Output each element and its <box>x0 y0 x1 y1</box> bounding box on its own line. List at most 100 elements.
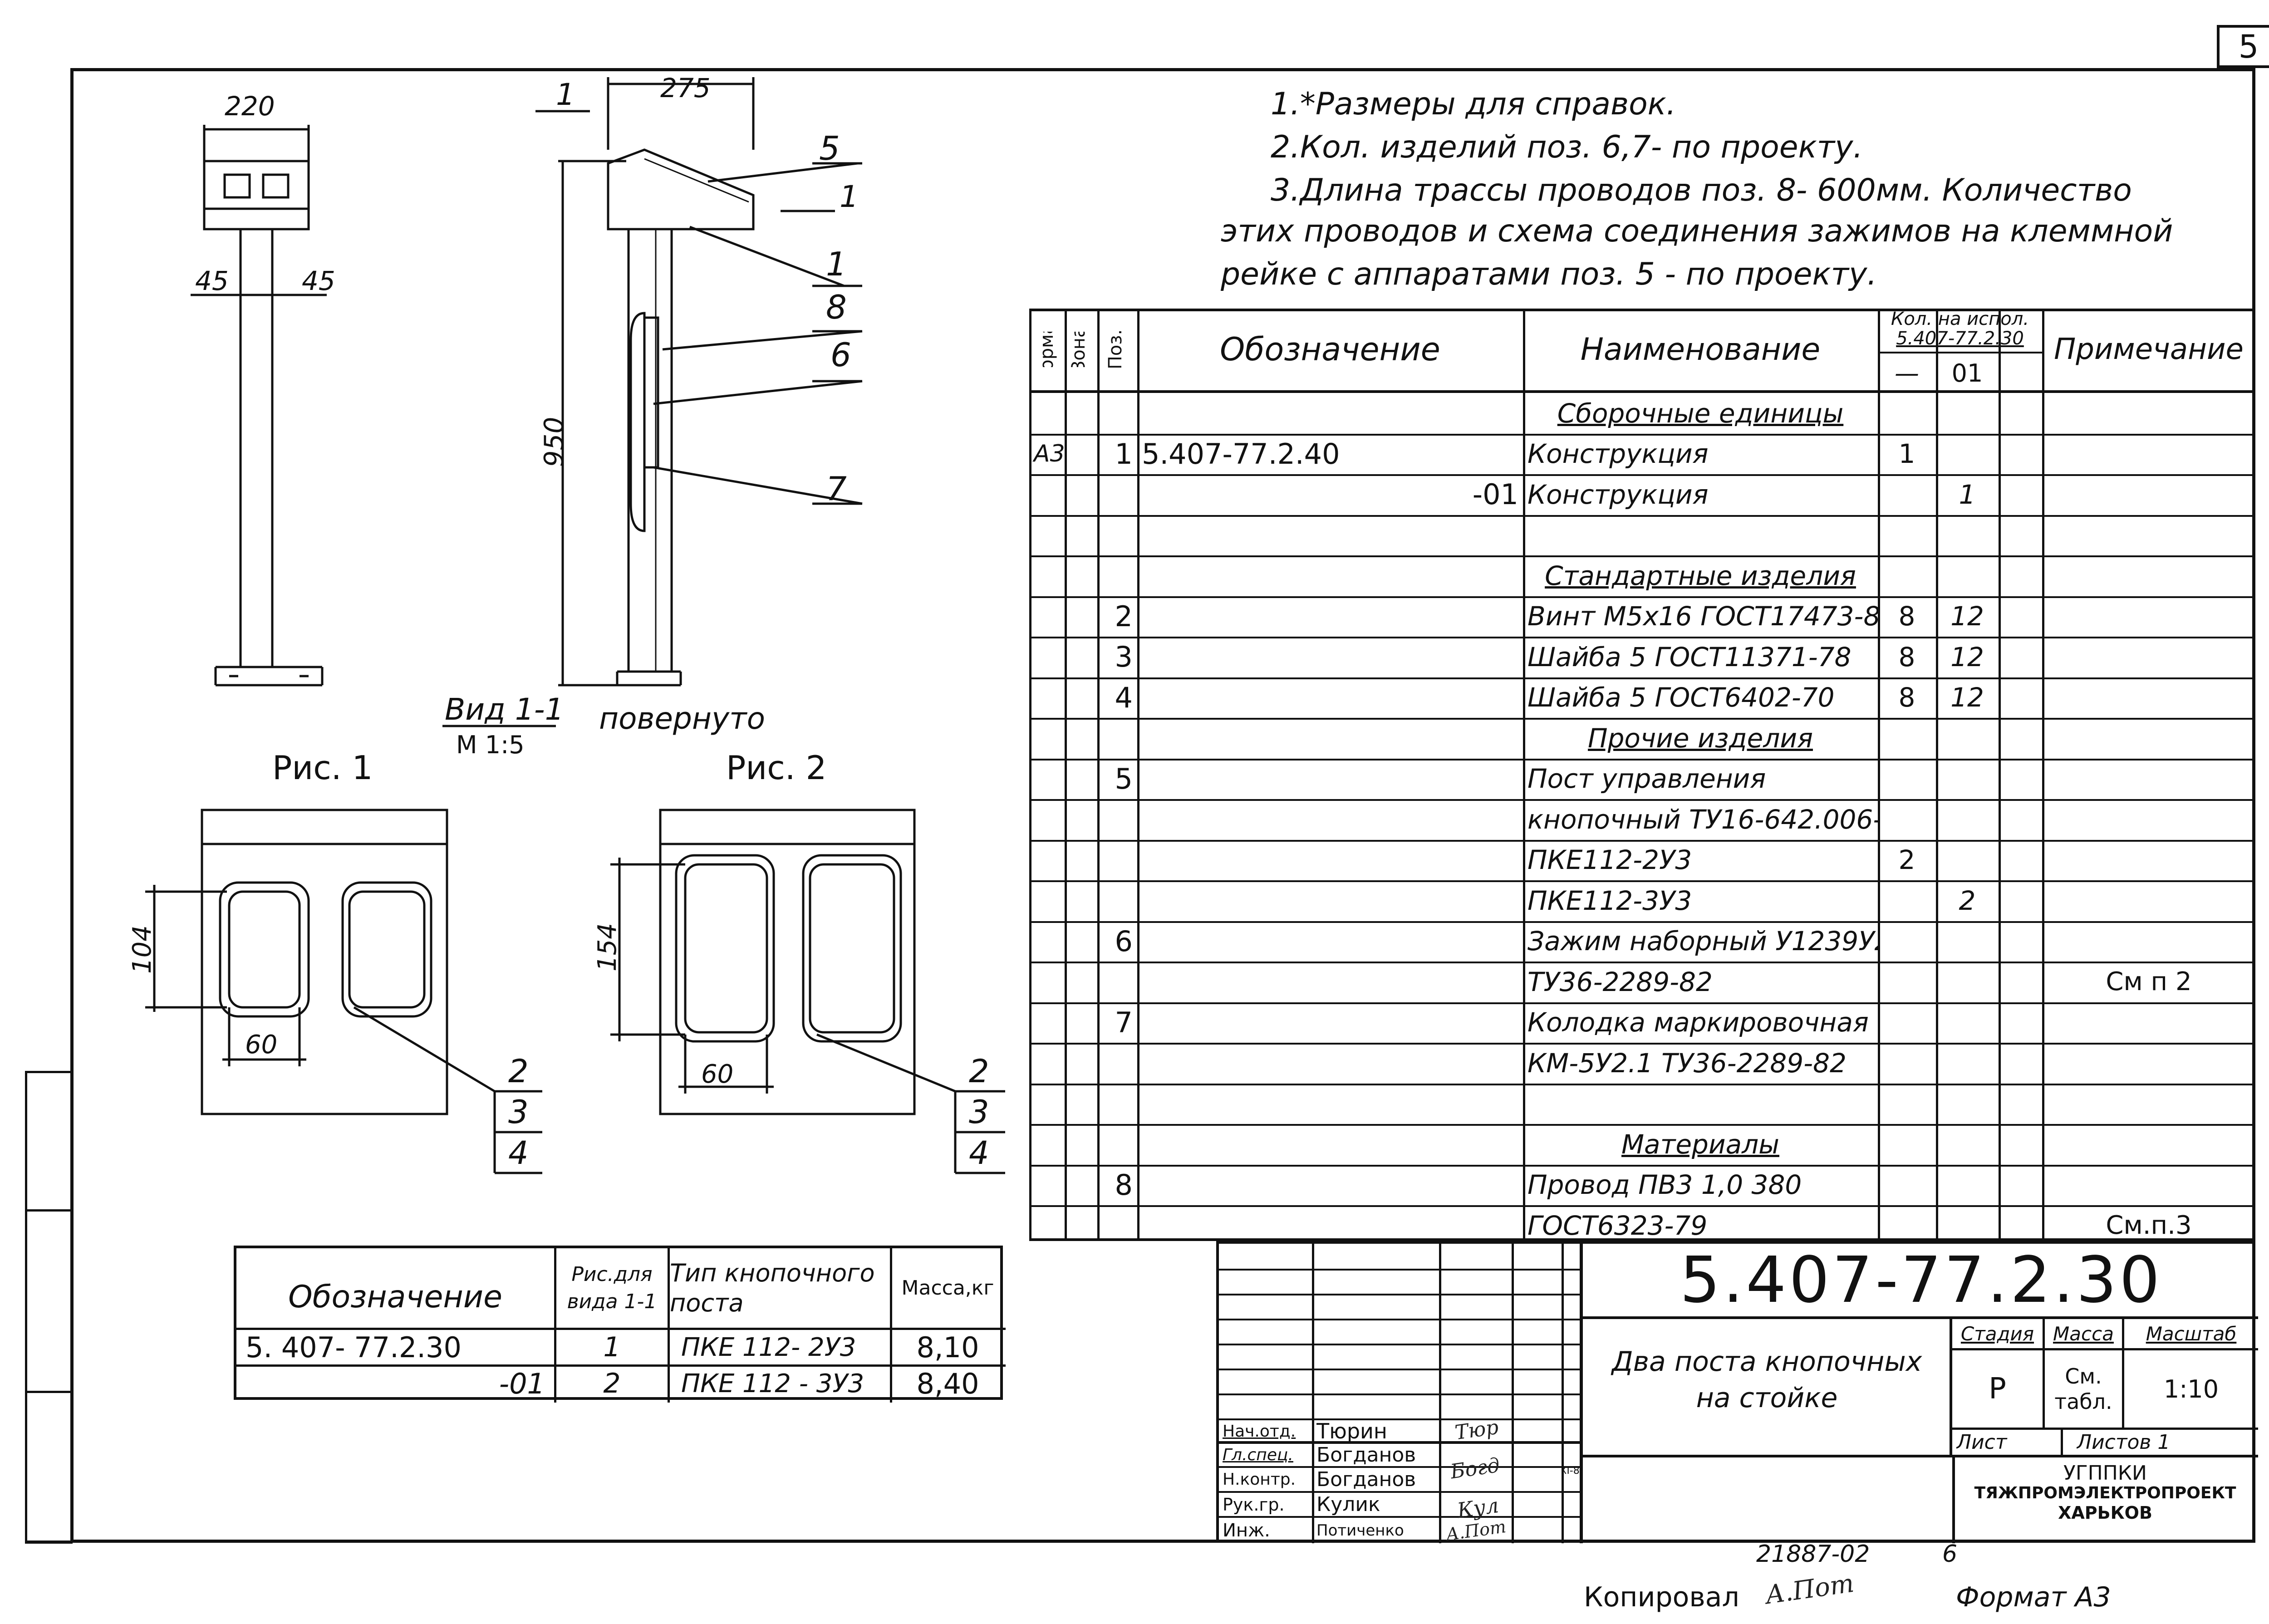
spec-row <box>1029 1084 2255 1124</box>
spec-cell-pos <box>1097 393 1137 434</box>
sheet-number: 5 <box>2238 28 2259 65</box>
spec-top-line <box>1029 309 2255 311</box>
spec-cell-q1 <box>1878 1043 1936 1084</box>
spec-cell-format <box>1029 921 1065 962</box>
callout-6: 6 <box>830 336 851 374</box>
spec-cell-note <box>2042 474 2255 515</box>
fig1-title: Рис. 1 <box>272 749 373 787</box>
spec-qty-sub-line <box>1878 352 2042 353</box>
fig2-dim-height: 154 <box>592 923 622 971</box>
spec-cell-name: Зажим наборный У1239У2.1 <box>1527 926 1878 957</box>
spec-cell-designation <box>1137 1043 1523 1084</box>
spec-cell-name: ПКЕ112-3У3 <box>1527 885 1692 916</box>
spec-cell-note <box>2042 1124 2255 1165</box>
variants-header-designation: Обозначение <box>288 1279 502 1315</box>
spec-row-line <box>1029 1083 2255 1085</box>
spec-cell-designation <box>1137 677 1523 718</box>
spec-cell-note <box>2042 799 2255 840</box>
format-label: Формат А3 <box>1956 1581 2111 1613</box>
spec-cell-pos <box>1097 840 1137 881</box>
spec-cell-note <box>2042 840 2255 881</box>
spec-row-line <box>1029 1043 2255 1045</box>
spec-cell-format <box>1029 1165 1065 1206</box>
fig1-callout-4: 4 <box>508 1134 529 1172</box>
spec-header-qty: Кол. на испол. <box>1891 309 2029 329</box>
spec-cell-pos: 5 <box>1115 762 1133 795</box>
org-line3: ХАРЬКОВ <box>2058 1502 2152 1523</box>
spec-row-line <box>1029 555 2255 557</box>
spec-cell-name: Шайба 5 ГОСТ11371-78 <box>1527 641 1852 672</box>
spec-cell-name: Прочие изделия <box>1588 722 1813 754</box>
spec-header-designation: Обозначение <box>1220 331 1440 368</box>
variants-row2-mass: 8,40 <box>916 1367 979 1400</box>
spec-cell-name: кнопочный ТУ16-642.006-83 <box>1527 804 1878 835</box>
spec-cell-format <box>1029 718 1065 759</box>
spec-cell-pos: 4 <box>1115 681 1133 714</box>
spec-cell-q2 <box>1936 393 1999 434</box>
spec-cell-format <box>1029 515 1065 556</box>
staff-name-3: Богданов <box>1316 1468 1416 1491</box>
variants-row2-fig: 2 <box>603 1368 621 1399</box>
spec-cell-format <box>1029 962 1065 1002</box>
spec-cell-name: Конструкция <box>1527 438 1709 470</box>
doc-title-line1: Два поста кнопочных <box>1611 1346 1922 1378</box>
spec-cell-pos: 6 <box>1115 924 1133 958</box>
note-3: 3.Длина трассы проводов поз. 8- 600мм. К… <box>1271 172 2132 208</box>
spec-header-name: Наименование <box>1580 331 1821 368</box>
spec-cell-name <box>1523 515 1878 556</box>
dim-side-right: 45 <box>302 265 335 296</box>
spec-cell-name: КМ-5У2.1 ТУ36-2289-82 <box>1527 1047 1847 1079</box>
sheets-label: Листов 1 <box>2077 1431 2171 1454</box>
spec-header-note: Примечание <box>2054 333 2244 366</box>
spec-cell-format <box>1029 1124 1065 1165</box>
spec-cell-pos <box>1097 880 1137 921</box>
spec-cell-format <box>1029 840 1065 881</box>
spec-cell-note <box>2042 718 2255 759</box>
spec-column-line <box>1097 309 1100 1241</box>
view-label: Вид 1-1 <box>445 692 564 727</box>
spec-cell-pos <box>1097 555 1137 596</box>
spec-row-line <box>1029 1002 2255 1004</box>
spec-cell-name: ТУ36-2289-82 <box>1527 966 1713 997</box>
spec-cell-q2: 12 <box>1950 601 1984 632</box>
spec-cell-designation <box>1137 637 1523 677</box>
spec-cell-format <box>1029 393 1065 434</box>
spec-cell-q2 <box>1936 799 1999 840</box>
spec-cell-note <box>2042 1002 2255 1043</box>
spec-cell-note <box>2042 515 2255 556</box>
mass-value: См. табл. <box>2054 1364 2112 1414</box>
spec-cell-designation <box>1137 880 1523 921</box>
spec-column-line <box>2042 309 2044 1241</box>
staff-name-1: Тюрин <box>1316 1420 1387 1442</box>
spec-column-line <box>1523 309 1525 1241</box>
spec-cell-designation <box>1137 799 1523 840</box>
spec-cell-q2 <box>1936 1043 1999 1084</box>
spec-cell-q2 <box>1936 1002 1999 1043</box>
staff-role-3: Н.контр. <box>1223 1470 1296 1489</box>
spec-column-line <box>1878 309 1880 1241</box>
spec-row <box>1029 515 2255 556</box>
mass-label: Масса <box>2053 1322 2114 1345</box>
spec-cell-q1 <box>1878 962 1936 1002</box>
spec-cell-q2 <box>1936 759 1999 800</box>
spec-cell-pos: 1 <box>1115 437 1133 471</box>
dim-side-left: 45 <box>195 265 229 296</box>
fig2-callout-4: 4 <box>969 1134 989 1172</box>
spec-cell-format <box>1029 759 1065 800</box>
note-3-cont-2: рейке с аппаратами поз. 5 - по проекту. <box>1221 256 1877 292</box>
approval-date: XI-86 <box>1564 1465 1582 1477</box>
spec-cell-designation <box>1137 759 1523 800</box>
scale-value: 1:10 <box>2163 1374 2219 1403</box>
spec-cell-name: Колодка маркировочная <box>1527 1007 1869 1038</box>
spec-cell-format <box>1029 1043 1065 1084</box>
variants-row1-mass: 8,10 <box>916 1330 979 1364</box>
view-scale: М 1:5 <box>456 731 525 759</box>
spec-cell-q1: 1 <box>1898 438 1915 470</box>
spec-cell-note <box>2042 677 2255 718</box>
spec-cell-note <box>2042 921 2255 962</box>
